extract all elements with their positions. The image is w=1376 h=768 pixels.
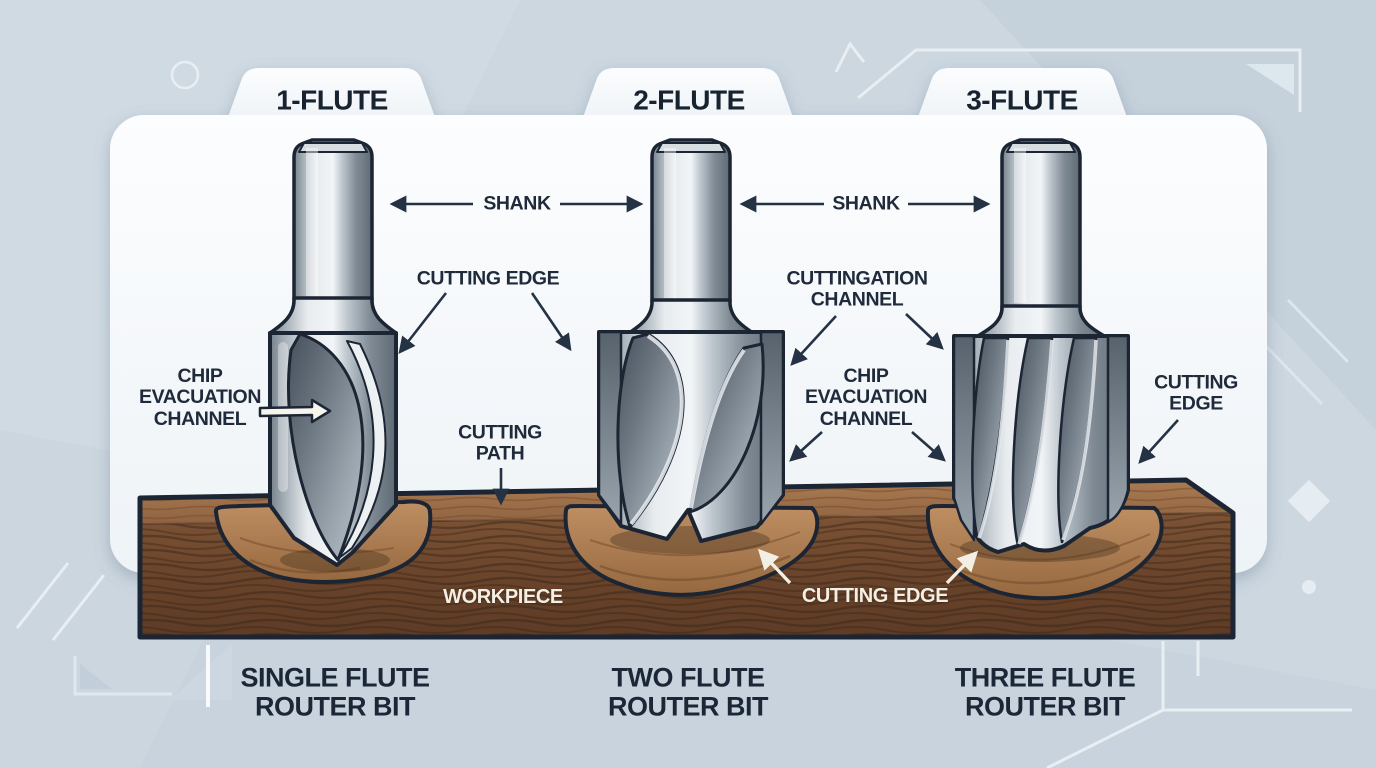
chip-evacuation-left-label: CHIP EVACUATION CHANNEL (138, 364, 262, 430)
router-bit-3-flute (952, 138, 1130, 554)
cutting-edge-top-arrow-right (530, 292, 572, 352)
chip-left-arrow (258, 398, 332, 424)
router-bit-2-flute (597, 138, 785, 543)
chevron-decor (834, 41, 866, 73)
cutting-edge-right-arrow (1138, 419, 1179, 464)
caption-single-flute: SINGLE FLUTE ROUTER BIT (240, 662, 431, 721)
dot-decor (1302, 580, 1316, 594)
annotation-arrows-navy (389, 195, 1179, 506)
router-bit-1-flute (268, 138, 398, 567)
corner-line-decor-top-right (857, 48, 1302, 112)
tab-2-flute-shape (582, 68, 794, 120)
chip-mid-arrow-left (789, 431, 823, 462)
tab-1-flute-label: 1-FLUTE (276, 84, 388, 116)
cutting-path-label: CUTTING PATH (458, 421, 542, 465)
chip-evacuation-mid-label: CHIP EVACUATION CHANNEL (804, 364, 928, 430)
cutting-edge-right-label: CUTTING EDGE (1154, 371, 1238, 415)
tab-3-flute-label: 3-FLUTE (966, 84, 1078, 116)
cutting-edge-bottom-arrow-left (757, 548, 792, 585)
circle-outline-decor (170, 60, 200, 90)
cuttingation-arrow-left (790, 315, 837, 366)
cutting-edge-bottom-label: CUTTING EDGE (801, 585, 949, 607)
shank-label-1: SHANK (483, 192, 551, 215)
tab-3-flute-shape (917, 68, 1128, 120)
diamond-decor (1287, 479, 1331, 523)
workpiece-label: WORKPIECE (443, 586, 563, 608)
cutting-edge-rim-1 (338, 340, 387, 559)
caption-two-flute: TWO FLUTE ROUTER BIT (608, 662, 769, 721)
cutting-edge-top-label: CUTTING EDGE (416, 267, 560, 290)
cutting-edge-top-arrow-left (398, 292, 448, 354)
cuttingation-arrow-right (905, 313, 944, 350)
triangle-decor-bottom-left (80, 664, 112, 689)
cutting-edge-bottom-arrow-right (945, 550, 979, 585)
caption-three-flute: THREE FLUTE ROUTER BIT (954, 662, 1136, 721)
chip-mid-arrow-right (911, 431, 946, 462)
circuit-decor-bottom-right (1046, 641, 1352, 768)
shank-label-2: SHANK (832, 192, 900, 215)
triangle-decor-top-right (1246, 64, 1294, 95)
cuttingation-channel-label: CUTTINGATION CHANNEL (786, 267, 928, 311)
tab-1-flute-shape (227, 68, 436, 120)
tab-2-flute-label: 2-FLUTE (633, 84, 745, 116)
corner-line-decor-bottom-left (73, 656, 172, 696)
annotation-arrows-white (757, 548, 979, 585)
